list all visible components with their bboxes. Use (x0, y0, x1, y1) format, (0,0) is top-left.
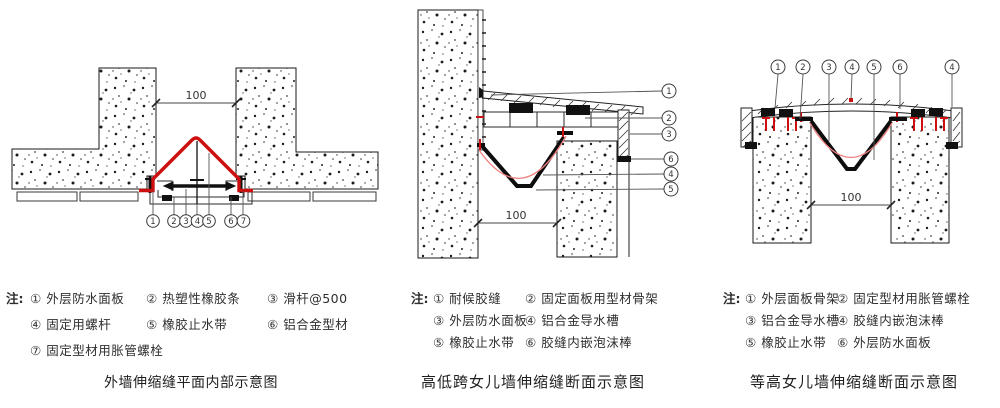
aluminium-gutter (795, 117, 907, 171)
equal-parapet-diagram: 100 1 2 3 4 5 6 4 (740, 59, 963, 244)
plan-caption: 外墙伸缩缝平面内部示意图 (104, 375, 278, 391)
dimension-plan-label: 100 (186, 89, 207, 102)
callout-6: 6 (228, 217, 233, 227)
callout-6: 6 (668, 155, 673, 165)
stepped-caption: 高低跨女儿墙伸缩缝断面示意图 (421, 373, 646, 391)
concrete-left-mass (11, 67, 157, 190)
crown-seal-mark (849, 98, 853, 102)
plan-notes-label: 注: (6, 291, 24, 306)
callout-2: 2 (666, 114, 671, 124)
fixing-block-a (509, 103, 533, 113)
ceiling-boards (16, 191, 377, 202)
dimension-equal-label: 100 (841, 191, 862, 204)
callout-3: 3 (826, 63, 831, 73)
plan-diagram: 100 1 2 3 4 5 6 7 (11, 67, 379, 228)
rubber-strip-right (229, 195, 239, 201)
callout-1: 1 (150, 217, 155, 227)
rubber-strip-left (162, 195, 172, 201)
equal-caption: 等高女儿墙伸缩缝断面示意图 (750, 373, 959, 391)
concrete-low-wall (556, 140, 618, 258)
callout-1: 1 (775, 63, 780, 73)
stepped-leaders (490, 90, 665, 191)
sloped-panel (482, 90, 644, 116)
concrete-right-mass (235, 67, 379, 190)
callout-2: 2 (171, 217, 176, 227)
callout-4: 4 (668, 170, 673, 180)
waterstop-arc (809, 122, 893, 159)
dimension-stepped-label: 100 (506, 209, 527, 222)
callout-5: 5 (871, 63, 876, 73)
callout-7: 7 (241, 217, 246, 227)
slide-rod (162, 181, 237, 191)
callout-3: 3 (183, 217, 188, 227)
dimension-stepped: 100 (473, 209, 562, 228)
foam-rod-joint (617, 156, 631, 162)
callout-1: 1 (666, 87, 671, 97)
fixing-block-b (566, 105, 590, 115)
callout-4: 4 (849, 63, 854, 73)
callout-5: 5 (206, 217, 211, 227)
callout-4: 4 (195, 217, 200, 227)
concrete-right-parapet (890, 116, 950, 244)
plan-callouts: 1 2 3 4 5 6 7 (146, 214, 251, 228)
coping-end-caps (740, 107, 963, 149)
stepped-parapet-diagram: 100 1 2 3 6 4 5 (417, 9, 679, 259)
callout-6: 6 (897, 63, 902, 73)
wall-facing-strip (477, 9, 486, 151)
concrete-high-wall (417, 9, 479, 259)
concrete-left-parapet (752, 116, 812, 244)
profile-frame (483, 111, 619, 128)
fixing-blocks (761, 108, 943, 117)
plan-leaders (152, 153, 244, 215)
red-fixings (476, 116, 564, 150)
centre-bolt (190, 141, 204, 204)
stepped-notes-label: 注: (411, 291, 429, 306)
waterstop-tent (139, 136, 253, 193)
dimension-plan: 100 (151, 89, 241, 108)
callout-4b: 4 (949, 63, 954, 73)
waterstop-arc (478, 135, 567, 179)
equal-leaders (774, 74, 953, 160)
equal-callouts: 1 2 3 4 5 6 4 (770, 59, 960, 75)
dimension-equal: 100 (806, 191, 896, 210)
callout-2: 2 (800, 63, 805, 73)
equal-notes-label: 注: (723, 291, 741, 306)
stepped-callouts: 1 2 3 6 4 5 (661, 83, 679, 197)
callout-5: 5 (668, 185, 673, 195)
callout-3: 3 (666, 130, 671, 140)
